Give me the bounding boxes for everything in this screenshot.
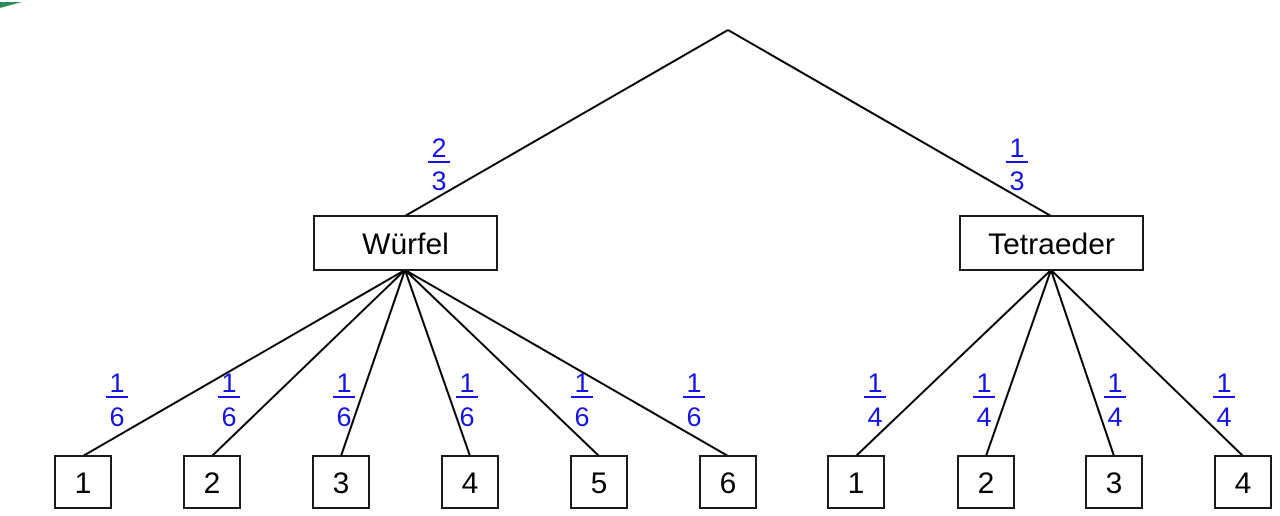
edge-wuerfel-outcome-5 bbox=[404, 269, 600, 457]
leaf-label: 3 bbox=[1106, 467, 1123, 500]
prob-numerator: 1 bbox=[686, 368, 701, 398]
prob-root-tetraeder: 1 3 bbox=[1006, 133, 1028, 196]
prob-denominator: 3 bbox=[1009, 166, 1024, 196]
leaf-label: 1 bbox=[848, 467, 865, 500]
leaf-label: 4 bbox=[462, 467, 479, 500]
prob-tetraeder-outcome-4: 14 bbox=[1213, 368, 1235, 432]
leaf-label: 6 bbox=[720, 467, 737, 500]
edge-root-wuerfel bbox=[404, 29, 729, 217]
prob-wuerfel-outcome-3: 16 bbox=[333, 368, 355, 432]
leaf-wuerfel-2: 2 bbox=[183, 455, 241, 509]
prob-numerator: 2 bbox=[431, 133, 446, 163]
leaf-tetraeder-3: 3 bbox=[1085, 455, 1143, 509]
leaf-label: 1 bbox=[75, 467, 92, 500]
prob-denominator: 6 bbox=[336, 402, 351, 432]
prob-numerator: 1 bbox=[109, 368, 124, 398]
edge-tetraeder-outcome-2 bbox=[985, 269, 1052, 457]
prob-numerator: 1 bbox=[336, 368, 351, 398]
prob-denominator: 6 bbox=[109, 402, 124, 432]
prob-numerator: 1 bbox=[1009, 133, 1024, 163]
prob-numerator: 1 bbox=[976, 368, 991, 398]
leaf-label: 2 bbox=[204, 467, 221, 500]
leaf-wuerfel-4: 4 bbox=[441, 455, 499, 509]
edge-wuerfel-outcome-4 bbox=[404, 269, 471, 457]
leaf-box bbox=[312, 455, 370, 509]
leaf-label: 2 bbox=[978, 467, 995, 500]
node-tetraeder-label: Tetraeder bbox=[988, 228, 1115, 261]
prob-denominator: 6 bbox=[221, 402, 236, 432]
leaf-label: 3 bbox=[333, 467, 350, 500]
prob-denominator: 4 bbox=[1216, 402, 1231, 432]
prob-tetraeder-outcome-3: 14 bbox=[1104, 368, 1126, 432]
outcome-leaves: 1 2 3 4 5 6 1 2 3 4 bbox=[54, 455, 1272, 509]
leaf-wuerfel-3: 3 bbox=[312, 455, 370, 509]
prob-denominator: 3 bbox=[431, 166, 446, 196]
edge-tetraeder-outcome-1 bbox=[855, 269, 1052, 457]
prob-wuerfel-outcome-5: 16 bbox=[571, 368, 593, 432]
prob-root-wuerfel: 2 3 bbox=[428, 133, 450, 196]
leaf-tetraeder-1: 1 bbox=[827, 455, 885, 509]
leaf-box bbox=[1214, 455, 1272, 509]
prob-denominator: 4 bbox=[976, 402, 991, 432]
prob-numerator: 1 bbox=[459, 368, 474, 398]
node-wuerfel: Würfel bbox=[313, 215, 498, 271]
leaf-box bbox=[827, 455, 885, 509]
leaf-box bbox=[441, 455, 499, 509]
leaf-box bbox=[699, 455, 757, 509]
leaf-wuerfel-5: 5 bbox=[570, 455, 628, 509]
prob-numerator: 1 bbox=[221, 368, 236, 398]
edge-wuerfel-outcome-3 bbox=[340, 269, 406, 457]
tree-edges bbox=[82, 29, 1244, 457]
prob-denominator: 6 bbox=[686, 402, 701, 432]
leaf-tetraeder-4: 4 bbox=[1214, 455, 1272, 509]
leaf-label: 4 bbox=[1235, 467, 1252, 500]
prob-numerator: 1 bbox=[867, 368, 882, 398]
node-wuerfel-label: Würfel bbox=[362, 228, 449, 261]
prob-wuerfel-outcome-1: 16 bbox=[106, 368, 128, 432]
prob-tetraeder-outcome-2: 14 bbox=[973, 368, 995, 432]
leaf-box bbox=[1085, 455, 1143, 509]
leaf-box bbox=[183, 455, 241, 509]
prob-numerator: 1 bbox=[1216, 368, 1231, 398]
leaf-tetraeder-2: 2 bbox=[957, 455, 1015, 509]
prob-denominator: 4 bbox=[867, 402, 882, 432]
leaf-wuerfel-1: 1 bbox=[54, 455, 112, 509]
leaf-box bbox=[54, 455, 112, 509]
leaf-box bbox=[570, 455, 628, 509]
edge-tetraeder-outcome-4 bbox=[1050, 269, 1244, 457]
node-tetraeder: Tetraeder bbox=[959, 215, 1144, 271]
prob-denominator: 6 bbox=[574, 402, 589, 432]
leaf-wuerfel-6: 6 bbox=[699, 455, 757, 509]
prob-wuerfel-outcome-6: 16 bbox=[683, 368, 705, 432]
edge-root-tetraeder bbox=[727, 29, 1052, 217]
prob-denominator: 4 bbox=[1107, 402, 1122, 432]
prob-numerator: 1 bbox=[574, 368, 589, 398]
leaf-box bbox=[957, 455, 1015, 509]
prob-wuerfel-outcome-4: 16 bbox=[456, 368, 478, 432]
prob-tetraeder-outcome-1: 14 bbox=[864, 368, 886, 432]
prob-denominator: 6 bbox=[459, 402, 474, 432]
leaf-label: 5 bbox=[591, 467, 608, 500]
edge-wuerfel-outcome-1 bbox=[82, 269, 406, 457]
prob-numerator: 1 bbox=[1107, 368, 1122, 398]
edge-wuerfel-outcome-6 bbox=[404, 269, 729, 457]
corner-mark bbox=[0, 2, 22, 8]
edge-tetraeder-outcome-3 bbox=[1050, 269, 1115, 457]
edge-wuerfel-outcome-2 bbox=[211, 269, 406, 457]
prob-wuerfel-outcome-2: 16 bbox=[218, 368, 240, 432]
